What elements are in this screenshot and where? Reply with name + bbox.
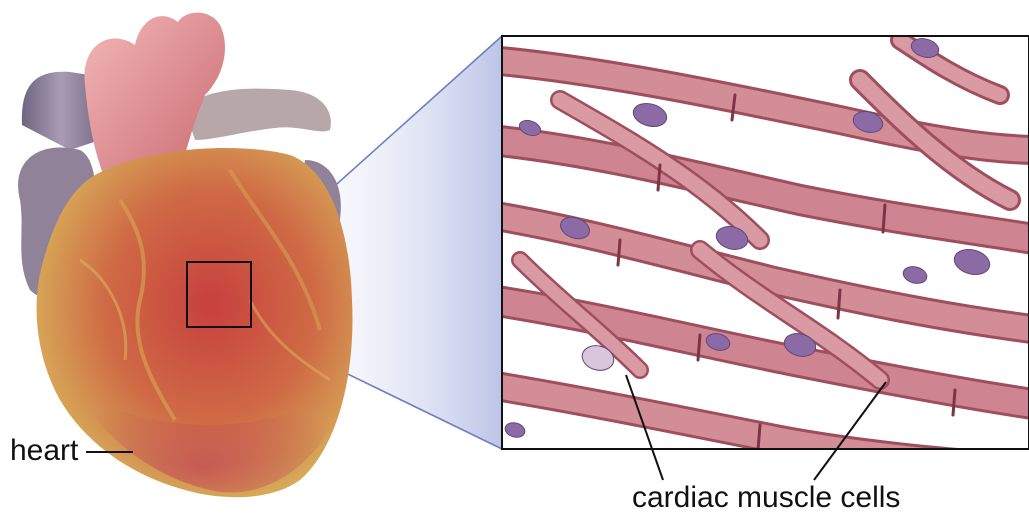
heart-illustration xyxy=(18,13,352,498)
muscle-tissue-panel xyxy=(490,36,1029,470)
cardiac-muscle-cells-label: cardiac muscle cells xyxy=(632,483,900,513)
heart-label: heart xyxy=(10,436,78,466)
